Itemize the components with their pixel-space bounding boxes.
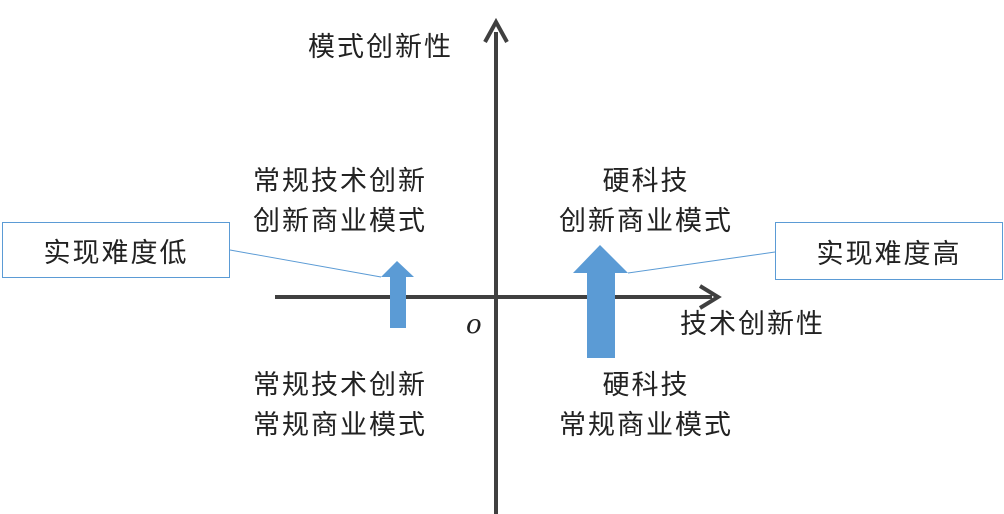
callout-box-high: 实现难度高: [775, 222, 1003, 280]
large-up-arrow: [573, 245, 628, 358]
quadrant-line: 创新商业模式: [253, 206, 427, 237]
origin-label: o: [466, 310, 482, 340]
quadrant-top-right: 硬科技 创新商业模式: [546, 162, 746, 242]
x-axis-arrowhead: [698, 284, 722, 310]
quadrant-bottom-right: 硬科技 常规商业模式: [546, 366, 746, 446]
quadrant-line: 常规技术创新: [253, 166, 427, 197]
quadrant-line: 常规商业模式: [253, 410, 427, 441]
y-axis-arrowhead: [483, 17, 509, 43]
callout-box-low: 实现难度低: [2, 222, 230, 278]
callout-line-left: [229, 249, 382, 278]
y-axis-label: 模式创新性: [308, 32, 453, 63]
quadrant-line: 常规商业模式: [559, 410, 733, 441]
x-axis-label: 技术创新性: [680, 309, 825, 340]
quadrant-line: 硬科技: [602, 370, 690, 401]
quadrant-bottom-left: 常规技术创新 常规商业模式: [240, 366, 440, 446]
quadrant-top-left: 常规技术创新 创新商业模式: [240, 162, 440, 242]
quadrant-line: 硬科技: [602, 166, 690, 197]
small-up-arrow: [381, 261, 414, 328]
callout-line-right: [627, 251, 776, 274]
quadrant-line: 常规技术创新: [253, 370, 427, 401]
quadrant-line: 创新商业模式: [559, 206, 733, 237]
